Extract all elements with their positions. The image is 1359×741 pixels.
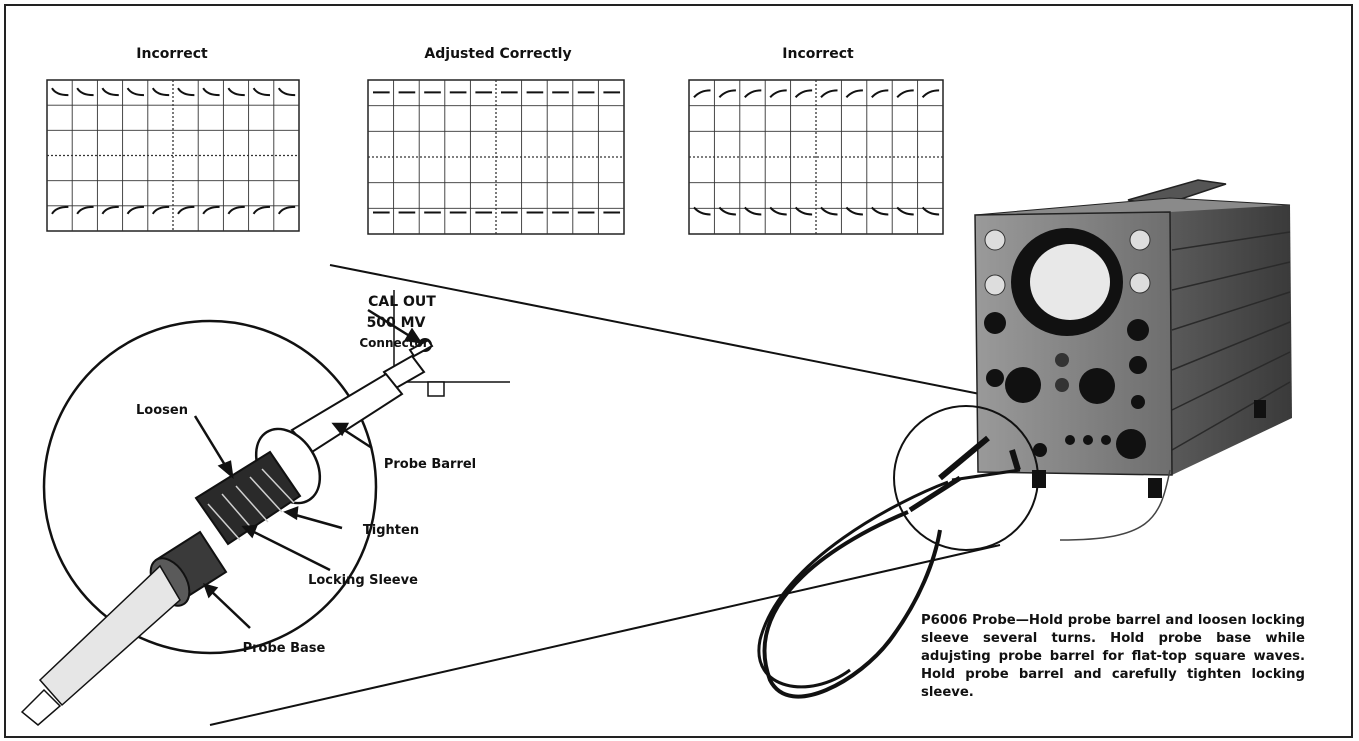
trace-top-segment (126, 87, 144, 97)
trace-top-segment (252, 87, 270, 97)
trace-top-segment (845, 89, 863, 98)
trace-bottom-segment (51, 205, 69, 215)
trace-bottom-segment (126, 205, 144, 215)
trace-top-segment (896, 89, 914, 98)
figure-caption: P6006 Probe—Hold probe barrel and loosen… (921, 613, 1305, 700)
trace-bottom-segment (693, 206, 711, 216)
graticule-incorrect-right (688, 79, 944, 235)
trace-bottom-segment (769, 206, 787, 216)
trace-bottom-segment (718, 206, 736, 216)
trace-bottom-segment (277, 205, 296, 215)
trace-bottom-segment (896, 206, 914, 216)
scope-title-1: Incorrect (136, 46, 208, 62)
trace-bottom-segment (202, 205, 220, 215)
probe-and-cable (757, 435, 1021, 699)
trace-top-segment (744, 89, 762, 98)
trace-bottom-segment (252, 205, 270, 215)
trace-top-segment (871, 89, 889, 98)
label-500-mv: 500 MV (367, 315, 426, 331)
trace-top-segment (820, 89, 838, 98)
trace-bottom-segment (101, 205, 119, 215)
trace-top-segment (693, 89, 711, 98)
label-locking-sleeve: Locking Sleeve (308, 573, 418, 588)
trace-bottom-segment (921, 206, 940, 216)
magnifier-circle (42, 319, 378, 655)
trace-bottom-segment (227, 205, 245, 215)
trace-bottom-segment (820, 206, 838, 216)
small-magnifier-circle (893, 405, 1039, 551)
trace-top-segment (101, 87, 119, 97)
trace-top-segment (51, 87, 69, 97)
trace-top-segment (769, 89, 787, 98)
trace-top-segment (921, 89, 940, 98)
trace-top-segment (227, 87, 245, 97)
graticule-incorrect-left (46, 79, 300, 232)
trace-top-segment (277, 87, 296, 97)
trace-top-segment (76, 87, 94, 97)
oscilloscope-illustration (974, 179, 1292, 541)
trace-top-segment (151, 87, 170, 97)
probe-detail (20, 290, 510, 726)
trace-bottom-segment (871, 206, 889, 216)
label-tighten: Tighten (363, 523, 419, 538)
graticule-adjusted-correctly (367, 79, 625, 235)
trace-bottom-segment (151, 205, 170, 215)
callout-arrows (193, 308, 423, 629)
label-cal-out: CAL OUT (368, 294, 436, 310)
trace-bottom-segment (845, 206, 863, 216)
trace-top-segment (202, 87, 220, 97)
label-probe-barrel: Probe Barrel (384, 457, 476, 472)
trace-bottom-segment (794, 206, 813, 216)
magnifier-lines (209, 264, 1001, 726)
label-connector: Connector (359, 336, 428, 350)
trace-top-segment (718, 89, 736, 98)
trace-top-segment (177, 87, 195, 97)
scope-title-2: Adjusted Correctly (424, 46, 571, 62)
trace-top-segment (794, 89, 813, 98)
label-probe-base: Probe Base (243, 641, 326, 656)
scope-title-3: Incorrect (782, 46, 854, 62)
figure-border (4, 4, 1353, 738)
label-loosen: Loosen (136, 403, 188, 418)
trace-bottom-segment (76, 205, 94, 215)
trace-bottom-segment (744, 206, 762, 216)
trace-bottom-segment (177, 205, 195, 215)
